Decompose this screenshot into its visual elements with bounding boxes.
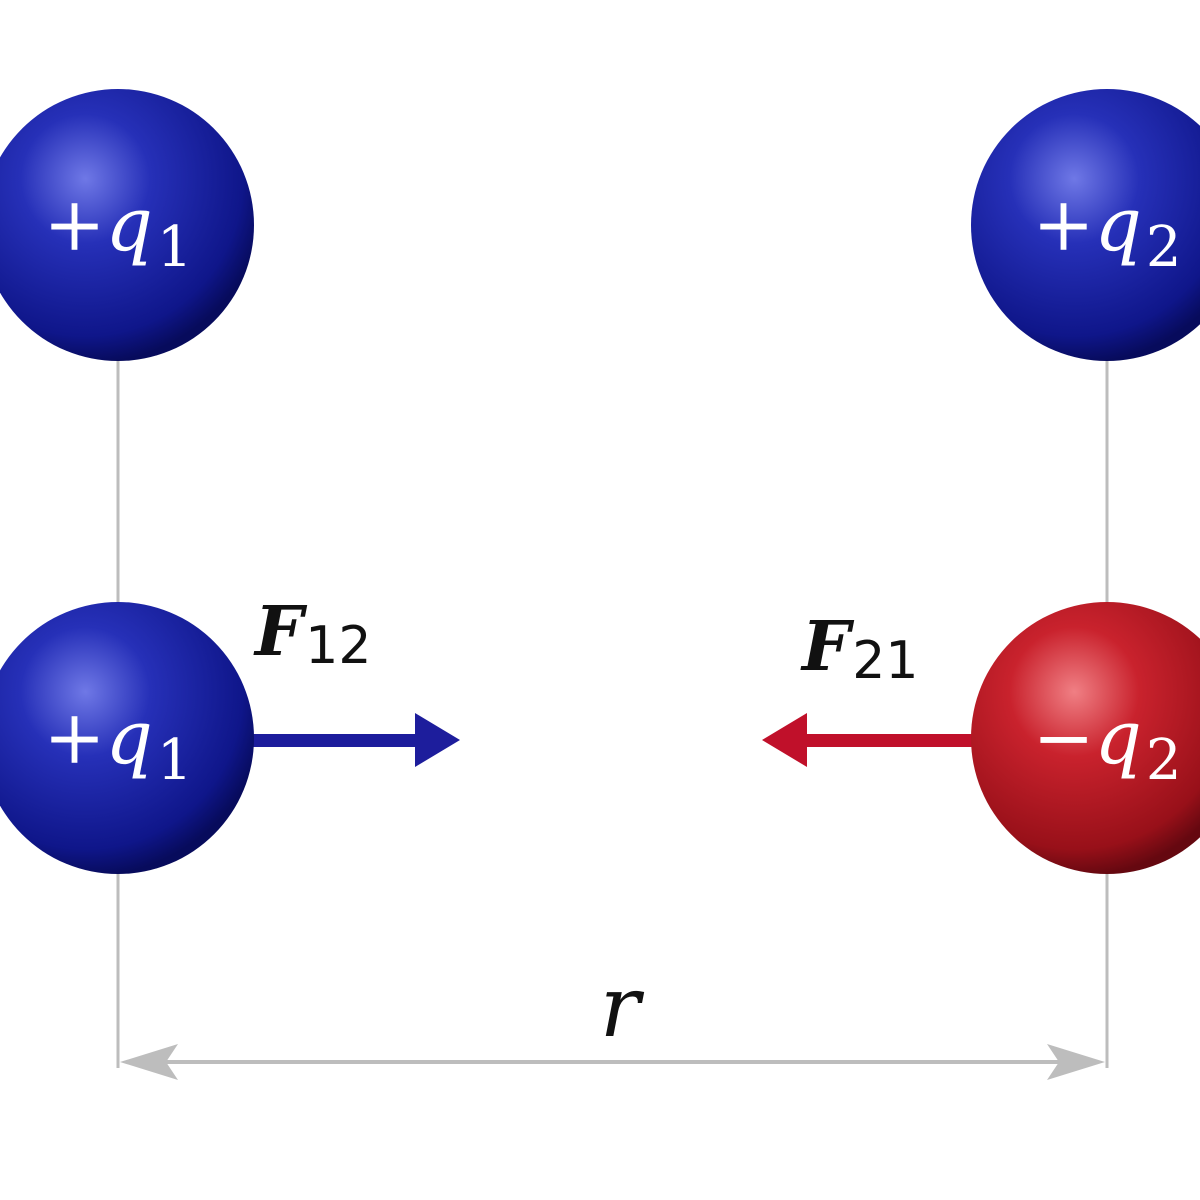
distance-arrowhead-right bbox=[1047, 1044, 1105, 1080]
bottom-left-charge-label: +q1 bbox=[43, 695, 192, 793]
distance-label: r bbox=[600, 958, 645, 1056]
top-left-charge: +q1 bbox=[0, 89, 254, 361]
top-right-charge-label: +q2 bbox=[1032, 182, 1181, 280]
force-arrow-f12 bbox=[250, 713, 460, 767]
force-label-f21: F21 bbox=[800, 607, 918, 691]
bottom-left-charge: +q1 bbox=[0, 602, 254, 874]
top-left-charge-label: +q1 bbox=[43, 182, 192, 280]
top-right-charge: +q2 bbox=[971, 89, 1200, 361]
bottom-right-charge: −q2 bbox=[971, 602, 1200, 874]
force-label-f12: F12 bbox=[253, 592, 371, 676]
distance-dimension-line bbox=[120, 1044, 1105, 1080]
distance-arrowhead-left bbox=[120, 1044, 178, 1080]
force-arrow-f21 bbox=[762, 713, 972, 767]
bottom-right-charge-label: −q2 bbox=[1032, 695, 1181, 793]
